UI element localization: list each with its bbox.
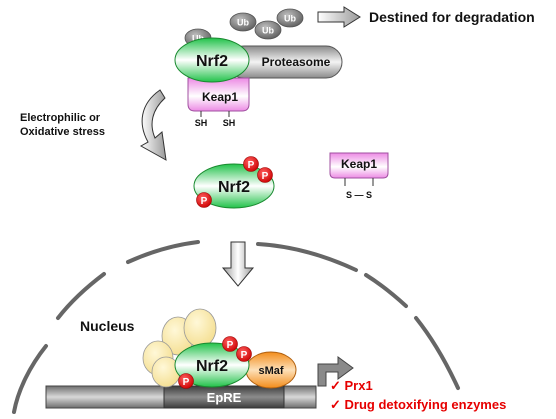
nrf2-nuclear: Nrf2 P P P: [174, 336, 252, 389]
ubiquitin-4: Ub: [276, 8, 304, 28]
promoter-arrow-icon: [317, 356, 354, 387]
stress-label-line2: Oxidative stress: [20, 126, 105, 138]
curved-arrow-icon: [139, 89, 167, 161]
svg-text:P: P: [227, 340, 234, 351]
ub-label: Ub: [192, 34, 204, 44]
sh-label: SH: [223, 118, 236, 128]
keap1-label: Keap1: [341, 157, 377, 171]
ubiquitin-2: Ub: [229, 12, 257, 32]
stress-label-line1: Electrophilic or: [20, 112, 101, 124]
right-arrow-icon: [317, 6, 361, 28]
dna-strand: EpRE: [45, 385, 317, 409]
nrf2-top: Nrf2: [174, 37, 250, 83]
ub-label: Ub: [262, 26, 274, 36]
ub-label: Ub: [284, 14, 296, 24]
svg-text:P: P: [241, 350, 248, 361]
target-genes: ✓ Prx1 ✓ Drug detoxifying enzymes: [330, 378, 506, 412]
down-arrow-icon: [221, 241, 255, 287]
phospho-badge: P: [236, 346, 252, 362]
svg-text:P: P: [262, 171, 269, 182]
epre-label: EpRE: [207, 390, 242, 405]
nrf2-label: Nrf2: [196, 358, 228, 375]
ub-label: Ub: [237, 18, 249, 28]
nrf2-label: Nrf2: [196, 53, 228, 70]
degradation-label: Destined for degradation: [369, 9, 535, 25]
phospho-badge: P: [178, 373, 194, 389]
phospho-badge: P: [196, 192, 212, 208]
nucleus-label: Nucleus: [80, 318, 135, 334]
nrf2-phosphorylated: Nrf2 P P P: [193, 156, 275, 209]
disulfide-label: S — S: [346, 190, 372, 200]
gene-detox-enzymes: ✓ Drug detoxifying enzymes: [330, 397, 506, 412]
svg-text:P: P: [248, 160, 255, 171]
keap1-free: Keap1 S — S: [329, 152, 389, 200]
gene-prx1: ✓ Prx1: [330, 378, 373, 393]
proteasome-label: Proteasome: [262, 55, 331, 69]
nuclear-envelope: [12, 240, 460, 414]
smaf-label: sMaf: [258, 365, 283, 377]
nrf2-label: Nrf2: [218, 179, 250, 196]
smaf-protein: sMaf: [245, 351, 297, 389]
sh-label: SH: [195, 118, 208, 128]
keap1-label: Keap1: [202, 90, 238, 104]
phospho-badge: P: [222, 336, 238, 352]
phospho-badge: P: [243, 156, 259, 172]
keap1-bound: Keap1 SH SH: [187, 77, 250, 128]
svg-text:P: P: [183, 377, 190, 388]
svg-text:P: P: [201, 196, 208, 207]
ubiquitin-3: Ub: [254, 20, 282, 40]
proteasome: Proteasome: [227, 45, 343, 79]
phospho-badge: P: [257, 167, 273, 183]
